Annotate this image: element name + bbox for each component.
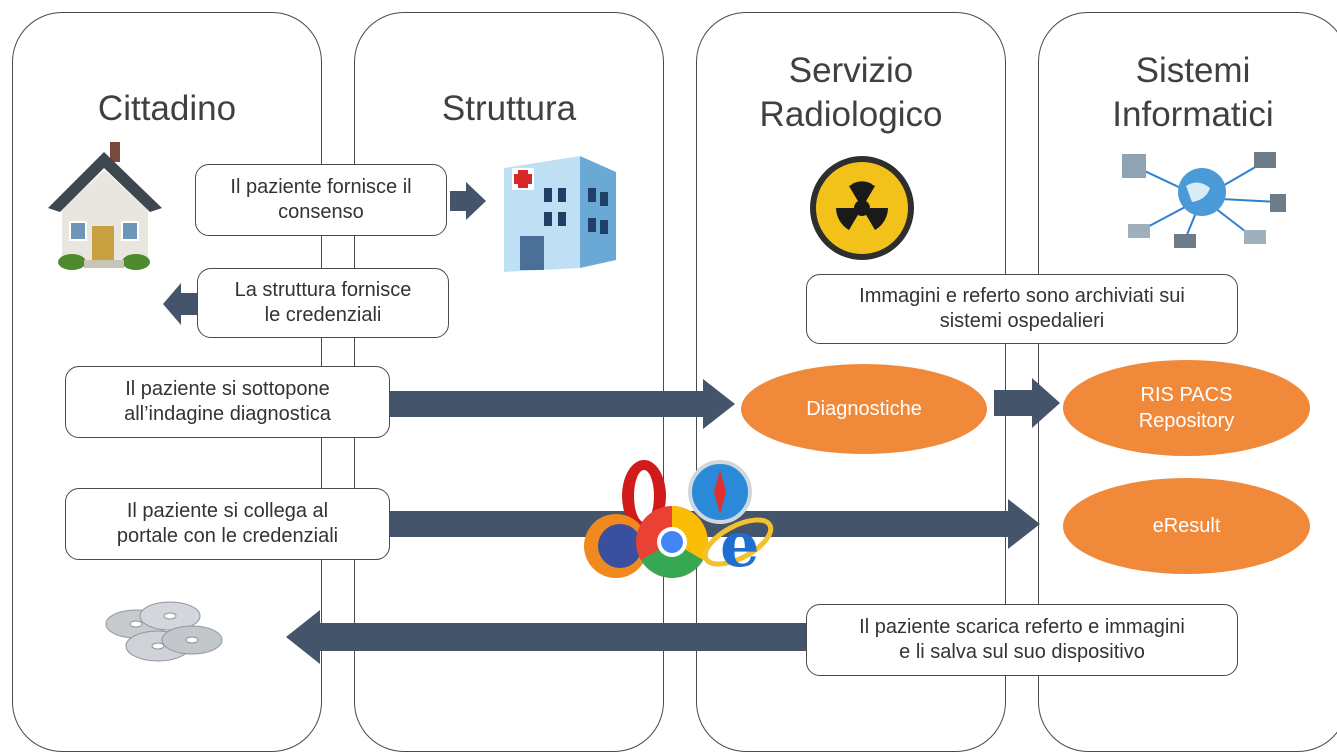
box-credenziali: La struttura fornisce le credenziali [197,268,449,338]
hospital-icon [504,156,616,272]
lane-title-cittadino: Cittadino [97,89,237,128]
node-ris-line2: Repository [1138,410,1235,432]
arrow-indagine-to-diagnostiche [388,379,735,429]
discs-icon [105,601,223,662]
box-indagine-line1: Il paziente si sottopone [125,378,330,400]
lane-title-sistemi-line1: Sistemi [1135,51,1251,90]
lane-title-struttura: Struttura [441,89,577,128]
node-diagnostiche-label: Diagnostiche [806,398,922,420]
radiation-icon [810,156,914,260]
network-icon [1122,152,1286,248]
box-collega-line1: Il paziente si collega al [126,500,329,522]
box-indagine: Il paziente si sottopone all’indagine dia… [65,366,390,438]
box-archiviati-line2: sistemi ospedalieri [939,310,1105,332]
box-scarica: Il paziente scarica referto e immagini e … [806,604,1238,676]
box-archiviati: Immagini e referto sono archiviati sui si… [806,274,1238,344]
lane-title-servizio-line2: Radiologico [759,95,943,134]
box-collega: Il paziente si collega al portale con le … [65,488,390,560]
box-credenziali-line2: le credenziali [264,304,382,326]
node-ris-line1: RIS PACS [1140,384,1233,406]
box-indagine-line2: all’indagine diagnostica [124,403,331,425]
arrow-scarica-to-cittadino [286,610,810,664]
house-icon [48,142,162,270]
box-consenso-line1: Il paziente fornisce il [230,176,412,198]
arrow-diagnostiche-to-ris [994,378,1060,428]
node-diagnostiche: Diagnostiche [741,364,987,454]
lane-title-servizio-line1: Servizio [788,51,914,90]
lane-title-sistemi-line2: Informatici [1112,95,1274,134]
node-eresult: eResult [1063,478,1310,574]
box-collega-line2: portale con le credenziali [116,525,339,547]
arrow-consenso-to-struttura [450,182,486,220]
box-scarica-line2: e li salva sul suo dispositivo [899,641,1145,663]
box-credenziali-line1: La struttura fornisce [234,279,412,301]
arrow-collega-to-eresult [388,499,1040,549]
box-scarica-line1: Il paziente scarica referto e immagini [859,616,1185,638]
box-consenso: Il paziente fornisce il consenso [195,164,447,236]
node-ris-pacs: RIS PACS Repository [1063,360,1310,456]
box-archiviati-line1: Immagini e referto sono archiviati sui [859,285,1185,307]
arrow-credenziali-to-cittadino [163,283,199,325]
box-consenso-line2: consenso [278,201,364,223]
node-eresult-label: eResult [1152,515,1221,537]
browsers-icon: e [584,460,774,581]
svg-text:e: e [720,508,759,581]
